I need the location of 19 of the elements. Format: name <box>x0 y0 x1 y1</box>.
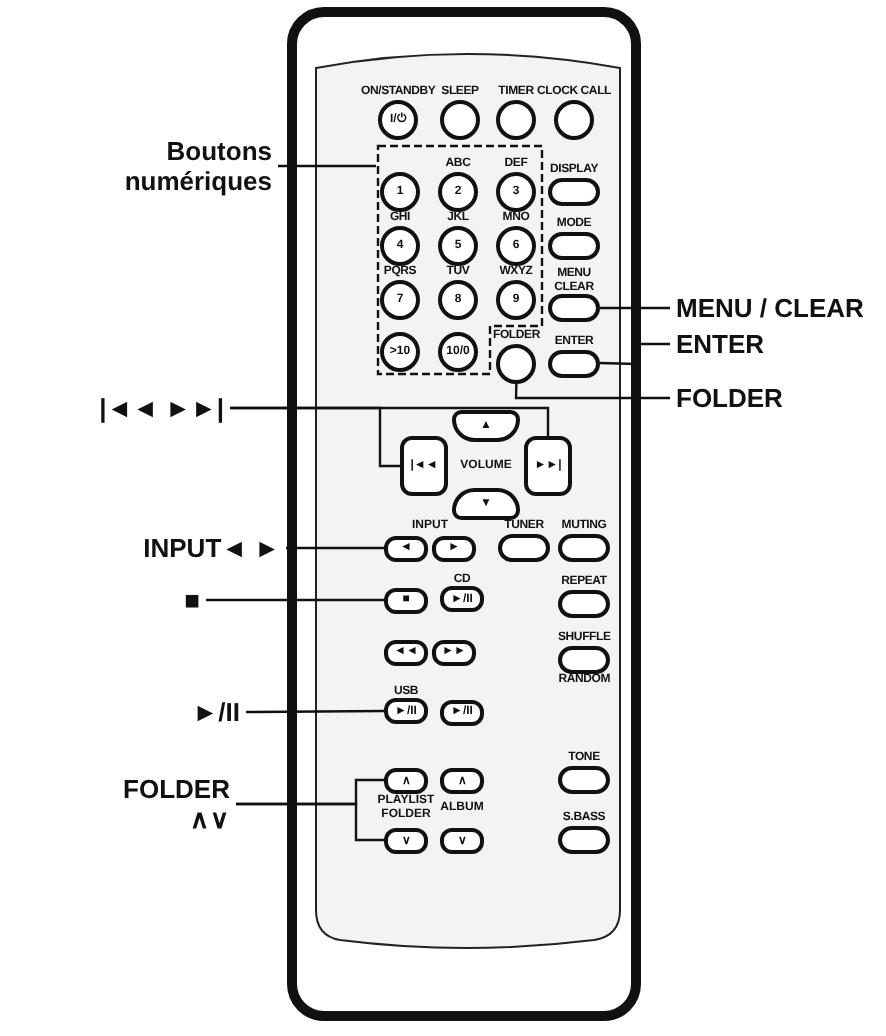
callout-label: FOLDER ∧∨ <box>123 774 230 834</box>
leader-line <box>230 406 550 436</box>
callout-label: ►/II <box>192 697 240 727</box>
callout-label: ENTER <box>676 329 765 359</box>
leader-line <box>206 598 384 602</box>
callout-label: |◄◄ ►►| <box>99 393 224 423</box>
leader-line <box>600 306 670 310</box>
leader-line <box>236 802 384 842</box>
leader-line <box>599 342 670 366</box>
callout-label: MENU / CLEAR <box>676 293 864 323</box>
leader-line <box>278 164 376 168</box>
callout-label: Boutons numériques <box>92 136 272 196</box>
callout-label: FOLDER <box>676 383 783 413</box>
leader-line <box>514 382 670 400</box>
callout-label: ■ <box>184 585 200 615</box>
keypad-outline <box>376 144 544 376</box>
callout-label: INPUT◄ ► <box>143 533 280 563</box>
leader-line <box>246 709 384 714</box>
leader-line <box>286 546 384 550</box>
